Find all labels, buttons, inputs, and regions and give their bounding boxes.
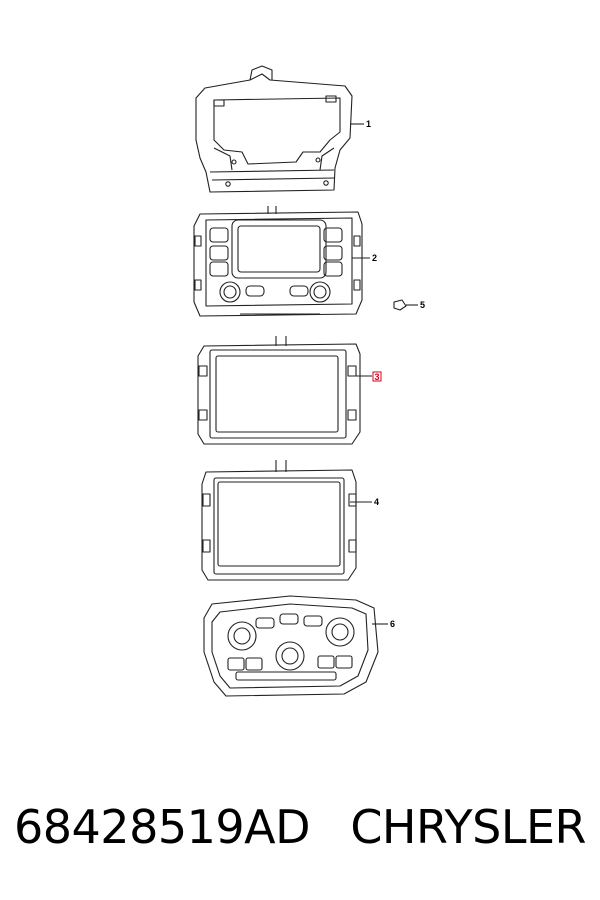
callout-3-highlight-box [372, 371, 382, 382]
brand-label: CHRYSLER [350, 800, 586, 854]
part-5-clip [393, 299, 418, 311]
part-3-display [197, 336, 372, 445]
part-2-radio-unit [193, 206, 370, 317]
part-4-touchscreen [201, 460, 372, 581]
callout-5: 5 [420, 300, 425, 310]
callout-3: 3 [375, 372, 380, 382]
callout-2: 2 [372, 253, 377, 263]
callout-1: 1 [366, 119, 371, 129]
part-number-label: 68428519AD [14, 800, 311, 854]
part-1-mounting-bracket [195, 65, 364, 193]
exploded-parts-diagram: 1 2 3 4 5 6 [193, 65, 425, 697]
callout-4: 4 [374, 497, 379, 507]
callout-6: 6 [390, 619, 395, 629]
part-6-climate-panel [203, 595, 388, 697]
